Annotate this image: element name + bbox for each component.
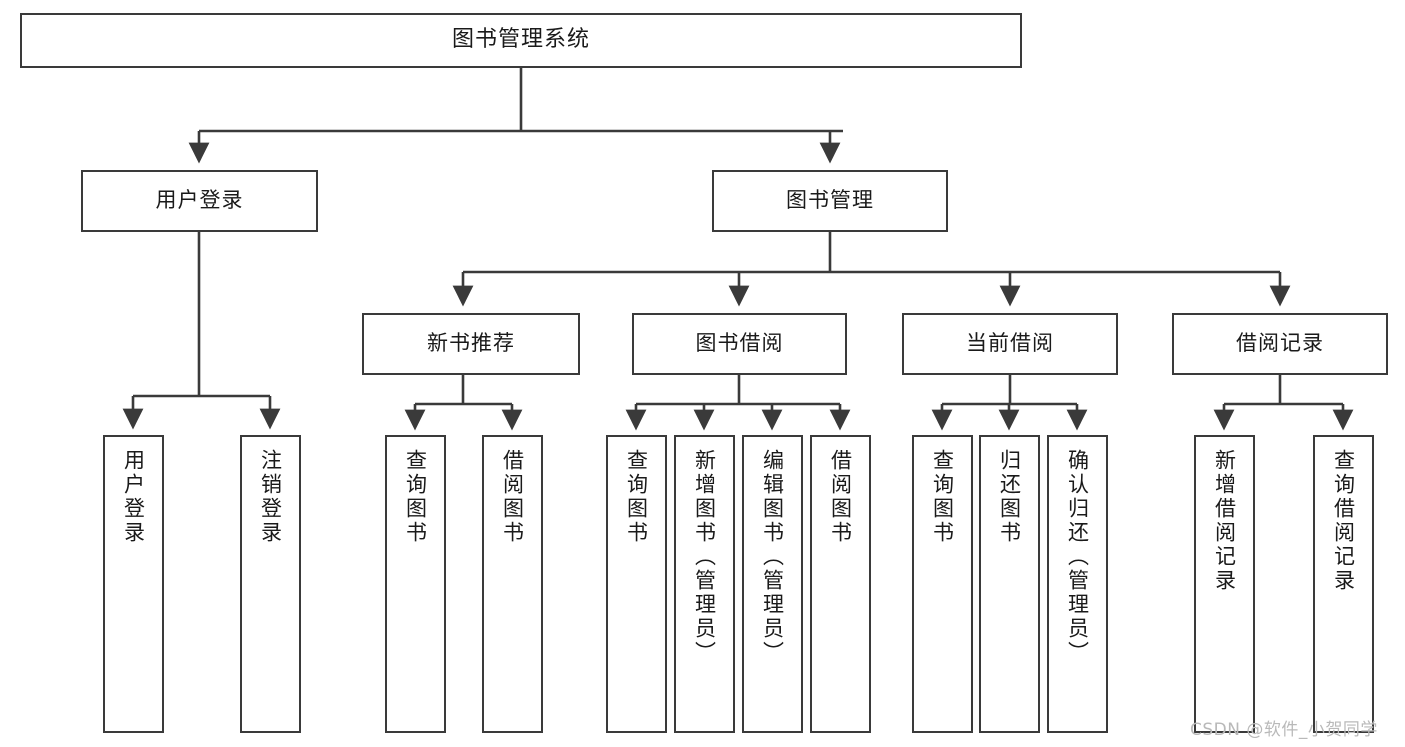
node-new-book-recommend[interactable]: 新书推荐 bbox=[362, 313, 580, 375]
leaf-label: 查询图书 bbox=[403, 449, 428, 545]
node-current-borrow[interactable]: 当前借阅 bbox=[902, 313, 1118, 375]
leaf-borrow-book-2[interactable]: 借阅图书 bbox=[810, 435, 871, 733]
leaf-label: 注销登录 bbox=[258, 449, 283, 545]
node-book-manage[interactable]: 图书管理 bbox=[712, 170, 948, 232]
leaf-user-logout[interactable]: 注销登录 bbox=[240, 435, 301, 733]
node-root[interactable]: 图书管理系统 bbox=[20, 13, 1022, 68]
node-user-login[interactable]: 用户登录 bbox=[81, 170, 318, 232]
leaf-label: 查询图书 bbox=[624, 449, 649, 545]
leaf-user-login[interactable]: 用户登录 bbox=[103, 435, 164, 733]
leaf-label: 新增图书（管理员） bbox=[692, 449, 717, 665]
leaf-label: 编辑图书（管理员） bbox=[760, 449, 785, 665]
leaf-label: 归还图书 bbox=[997, 449, 1022, 545]
watermark: CSDN @软件_小贺同学 bbox=[1190, 720, 1378, 740]
leaf-query-book-2[interactable]: 查询图书 bbox=[606, 435, 667, 733]
leaf-query-record[interactable]: 查询借阅记录 bbox=[1313, 435, 1374, 733]
node-book-borrow[interactable]: 图书借阅 bbox=[632, 313, 847, 375]
leaf-label: 借阅图书 bbox=[500, 449, 525, 545]
leaf-add-book[interactable]: 新增图书（管理员） bbox=[674, 435, 735, 733]
leaf-label: 确认归还（管理员） bbox=[1065, 449, 1090, 665]
leaf-return-book[interactable]: 归还图书 bbox=[979, 435, 1040, 733]
leaf-query-book-3[interactable]: 查询图书 bbox=[912, 435, 973, 733]
leaf-query-book-1[interactable]: 查询图书 bbox=[385, 435, 446, 733]
leaf-label: 用户登录 bbox=[121, 449, 146, 545]
leaf-add-record[interactable]: 新增借阅记录 bbox=[1194, 435, 1255, 733]
leaf-borrow-book-1[interactable]: 借阅图书 bbox=[482, 435, 543, 733]
node-borrow-record[interactable]: 借阅记录 bbox=[1172, 313, 1388, 375]
leaf-label: 查询借阅记录 bbox=[1331, 449, 1356, 593]
leaf-label: 借阅图书 bbox=[828, 449, 853, 545]
leaf-label: 新增借阅记录 bbox=[1212, 449, 1237, 593]
leaf-label: 查询图书 bbox=[930, 449, 955, 545]
leaf-confirm-return[interactable]: 确认归还（管理员） bbox=[1047, 435, 1108, 733]
leaf-edit-book[interactable]: 编辑图书（管理员） bbox=[742, 435, 803, 733]
